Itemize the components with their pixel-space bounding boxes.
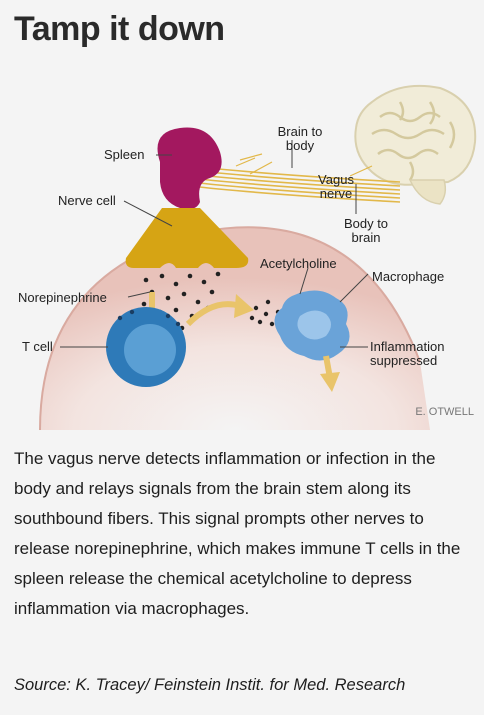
page-title: Tamp it down — [14, 10, 225, 48]
label-t-cell: T cell — [22, 339, 53, 354]
source-line: Source: K. Tracey/ Feinstein Instit. for… — [14, 676, 406, 694]
caption-text: The vagus nerve detects inflammation or … — [14, 449, 461, 618]
label-norepinephrine: Norepinephrine — [18, 290, 107, 305]
illustration-credit: E. OTWELL — [415, 406, 474, 418]
label-acetylcholine: Acetylcholine — [260, 256, 337, 271]
vagus-nerve-diagram: Spleen Brain to body Vagus nerve Body to… — [0, 62, 484, 431]
diagram-illustration — [39, 84, 477, 431]
suppression-arrowhead — [320, 372, 340, 392]
brain-icon — [354, 84, 477, 205]
vagus-nerve-fibers — [189, 153, 401, 203]
macrophage-nucleus — [297, 310, 331, 340]
label-macrophage: Macrophage — [372, 269, 445, 284]
label-body-to-brain: Body to brain — [343, 216, 389, 245]
label-brain-to-body: Brain to body — [277, 124, 323, 153]
nerve-cell — [125, 208, 249, 268]
label-inflammation-suppressed: Inflammation suppressed — [370, 339, 445, 368]
label-vagus-nerve: Vagus nerve — [318, 172, 354, 201]
leader-lines — [60, 140, 369, 348]
acetylcholine-arrowhead — [234, 294, 254, 318]
t-cell-nucleus — [124, 324, 176, 376]
label-nerve-cell: Nerve cell — [58, 193, 116, 208]
spleen-organ — [157, 127, 222, 210]
label-spleen: Spleen — [104, 147, 145, 162]
